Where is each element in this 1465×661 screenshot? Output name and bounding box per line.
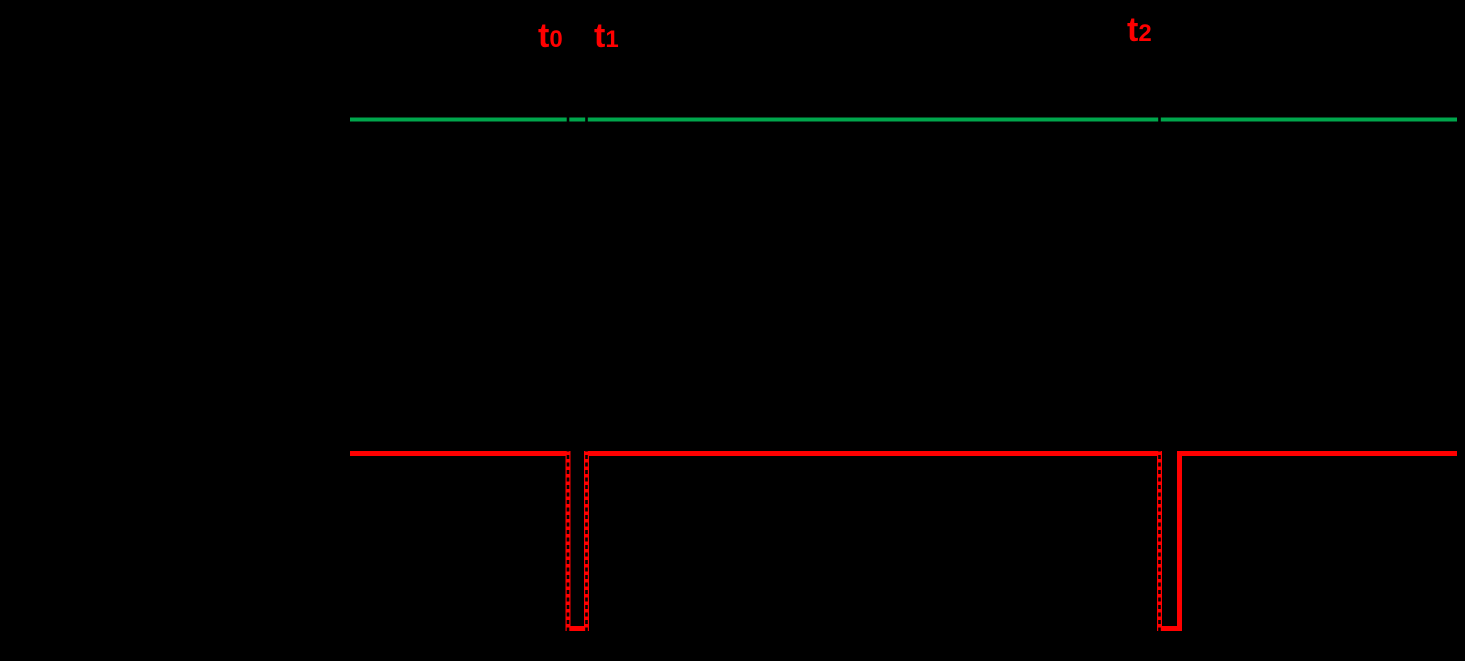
event-label-t1: t1 xyxy=(594,19,619,53)
event-label-t0: t0 xyxy=(538,19,563,53)
trace-red-signal xyxy=(350,451,1457,631)
event-label-t2-subscript: 2 xyxy=(1138,20,1152,47)
event-label-t1-subscript: 1 xyxy=(605,26,619,53)
event-label-t0-subscript: 0 xyxy=(549,26,563,53)
event-label-t2-main: t xyxy=(1127,11,1139,49)
event-label-t0-main: t xyxy=(538,17,550,55)
event-label-t1-main: t xyxy=(594,17,606,55)
event-label-t2: t2 xyxy=(1127,13,1152,47)
